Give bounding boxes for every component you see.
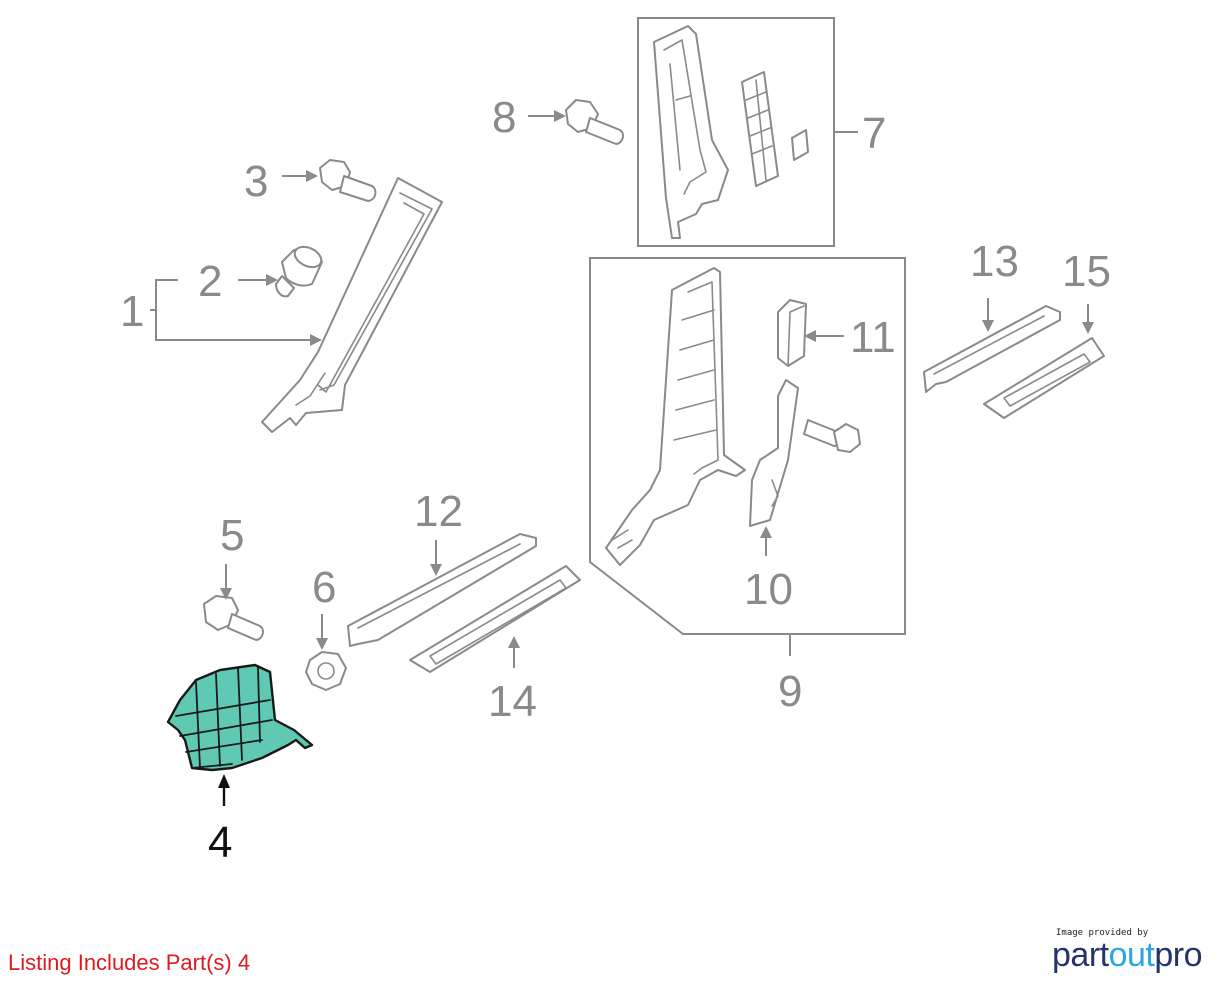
callout-3: 3: [244, 157, 268, 206]
part-2-clip[interactable]: [275, 243, 324, 298]
part-9-group[interactable]: [589, 257, 906, 635]
part-1-pillar-trim[interactable]: [261, 177, 443, 433]
listing-includes-note: Listing Includes Part(s) 4: [8, 950, 251, 975]
logo-pro: pro: [1154, 936, 1202, 974]
part-13-sill-plate[interactable]: [923, 305, 1061, 393]
part-3-bolt[interactable]: [319, 159, 377, 202]
callout-1: 1: [120, 287, 144, 336]
callout-labels: 1 2 3 4 5 6 7 8 9 10 11 12 13 14 15: [120, 93, 1111, 867]
callout-6: 6: [312, 563, 336, 612]
partoutpro-logo: partoutpro: [1052, 938, 1212, 972]
callout-4: 4: [208, 818, 232, 867]
callout-13: 13: [970, 237, 1019, 286]
part-4-bracket[interactable]: [166, 663, 314, 772]
callout-7: 7: [862, 109, 886, 158]
logo-part: part: [1052, 936, 1109, 974]
callout-2: 2: [198, 257, 222, 306]
callout-14: 14: [488, 677, 537, 726]
callout-9: 9: [778, 667, 802, 716]
part-14-sill-plate[interactable]: [409, 565, 581, 673]
callout-15: 15: [1062, 247, 1111, 296]
provider-caption: Image provided by: [1056, 928, 1149, 938]
callout-8: 8: [492, 93, 516, 142]
part-6-nut[interactable]: [305, 651, 347, 691]
part-12-sill-plate[interactable]: [347, 533, 537, 647]
logo-out: out: [1108, 936, 1155, 974]
part-8-bolt[interactable]: [565, 99, 624, 145]
leader-lines: [150, 110, 1094, 806]
callout-11: 11: [850, 313, 896, 362]
part-15-sill-plate[interactable]: [983, 337, 1105, 419]
callout-12: 12: [414, 487, 463, 536]
callout-5: 5: [220, 511, 244, 560]
part-5-bolt[interactable]: [203, 595, 264, 641]
callout-10: 10: [744, 565, 793, 614]
provider-attribution: Image provided by partoutpro: [1052, 928, 1212, 972]
part-7-group[interactable]: [637, 17, 835, 247]
